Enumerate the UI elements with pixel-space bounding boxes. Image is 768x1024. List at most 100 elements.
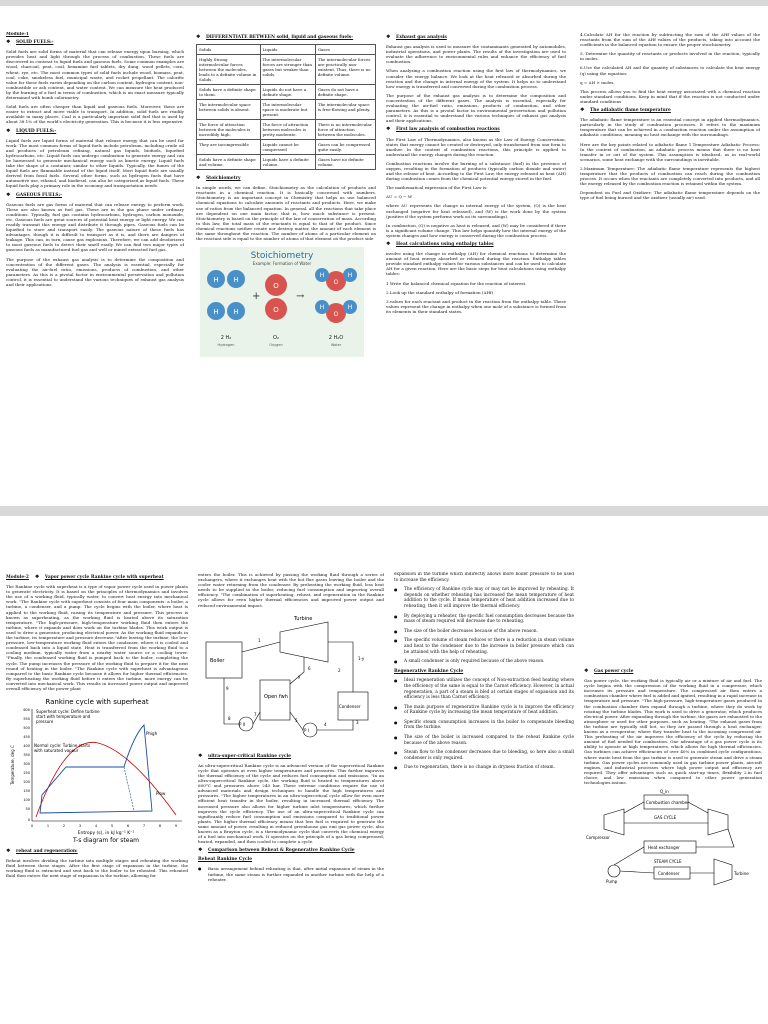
plus-sign-icon: + [252, 291, 260, 302]
list-item: The specific volume of steam reduces or … [394, 638, 574, 655]
diagram-label: Compressor [586, 835, 610, 840]
svg-text:8: 8 [228, 716, 231, 721]
table-cell: The force of attraction between molecule… [259, 119, 316, 141]
high-pressure-label: Phigh [146, 731, 158, 736]
svg-text:1: 1 [258, 638, 261, 643]
heading-ultra-supercritical: ❖ultra-super-critical Rankine cycle [198, 752, 291, 759]
ts-diagram-figure: Rankine cycle with superheat 600 550 500… [6, 695, 188, 846]
svg-text:200: 200 [23, 780, 30, 784]
diagram-label: GAS CYCLE [654, 815, 677, 820]
svg-text:350: 350 [23, 753, 30, 757]
diamond-bullet-icon: ❖ [198, 752, 203, 759]
heading-stoichiometry: ❖Stoichiometry [196, 175, 241, 182]
figure-title: Rankine cycle with superheat [45, 698, 148, 706]
list-item: Basic arrangement behind reheating is th… [198, 866, 384, 881]
table-cell: They are incompressible [196, 139, 261, 156]
svg-text:H: H [233, 276, 238, 284]
svg-text:y: y [298, 674, 301, 679]
svg-text:550: 550 [23, 717, 30, 721]
step-item: 5. Determine the quantity of reactants o… [580, 51, 760, 62]
svg-text:8: 8 [159, 824, 161, 828]
step-item: 6.Use the calculated ΔH and the quantity… [580, 65, 760, 76]
table-cell: The intermolecular forces are practicall… [314, 54, 376, 86]
paragraph: The purpose of the exhaust gas analysis … [6, 256, 184, 288]
svg-text:H: H [320, 304, 325, 311]
superheat-note: Superheat cycle: Define turbine start wi… [36, 709, 100, 725]
svg-text:450: 450 [23, 735, 30, 739]
svg-text:4: 4 [324, 722, 327, 727]
p1-column-4: 4.Calculate ΔH for the reaction by subtr… [580, 32, 760, 204]
list-item: Due to regeneration, there is no change … [394, 765, 574, 771]
paragraph: Reheat involves dividing the turbine int… [6, 858, 188, 879]
paragraph: When analyzing a combustion reaction usi… [386, 68, 566, 89]
table-cell: There is no intermolecular force of attr… [314, 119, 376, 141]
module-title: Module-1 [6, 32, 29, 37]
p2-column-4: ❖Gas power cycle Gas power cycle, the wo… [584, 666, 762, 893]
svg-text:Oxygen: Oxygen [269, 343, 283, 347]
paragraph: Exhaust gas analysis is used to measure … [386, 44, 566, 65]
heading-liquid-fuels: ❖LIQUID FUELS:- [6, 127, 57, 134]
table-cell: Gases have no definite volume. [314, 154, 376, 171]
heading-gaseous-fuels: ❖GASEOUS FUELS:- [6, 191, 63, 198]
reactant-label: 2 H₂ [221, 335, 232, 341]
paragraph: expansion in the turbine which indirectl… [394, 572, 574, 583]
table-row: Solids have a definite shape to them.Liq… [196, 84, 376, 101]
step-item: 2.Look up the standard enthalpy of forma… [386, 289, 494, 295]
product-label: 2 H₂O [329, 335, 344, 341]
heading-gas-power-cycle: ❖Gas power cycle [584, 668, 634, 674]
table-header: Solids [196, 44, 261, 56]
oxygen-molecule: O O [265, 274, 287, 321]
svg-text:0: 0 [28, 818, 30, 822]
list-item: Ideal regeneration utilizes the concept … [394, 678, 574, 700]
svg-text:300: 300 [23, 762, 30, 766]
figure-subtitle: Example: Formation of Water [253, 261, 312, 266]
list-item: By deploying a reheater, the specific fu… [394, 614, 574, 625]
x-tick-labels: 0 1 2 3 4 5 6 7 8 9 [31, 824, 177, 828]
svg-text:50: 50 [26, 807, 30, 811]
diamond-bullet-icon: ❖ [196, 175, 201, 182]
heading-comparison: ❖Comparison between Reheat & Regenerativ… [198, 847, 355, 854]
diamond-bullet-icon: ❖ [6, 191, 11, 198]
svg-text:6: 6 [308, 666, 311, 671]
heading-solid-fuels: ❖SOLID FUELS:- [6, 39, 54, 46]
diamond-bullet-icon: ❖ [386, 126, 391, 133]
svg-text:5: 5 [295, 718, 298, 723]
paragraph: The First Law of Thermodynamics, also kn… [386, 136, 566, 157]
diamond-bullet-icon: ❖ [580, 107, 585, 114]
low-pressure-label: Plow [156, 791, 166, 796]
paragraph: An ultra-supercritical Rankine cycle is … [198, 762, 384, 845]
table-header: Liquids [259, 44, 316, 56]
svg-text:1: 1 [47, 824, 49, 828]
paragraph: Gaseous fuels are gas forms of material … [6, 201, 184, 253]
heading-rankine-superheat: Module-2❖Vapor power cycle Rankine cycle… [6, 574, 164, 580]
hydrogen-molecules: H H H H [207, 270, 245, 321]
step-item: 4.Calculate ΔH for the reaction by subtr… [580, 32, 760, 48]
svg-text:H: H [348, 272, 353, 279]
table-cell: Solids have a definite shape and volume. [196, 154, 261, 171]
svg-text:400: 400 [23, 744, 30, 748]
diamond-bullet-icon: ❖ [6, 39, 11, 46]
svg-text:Hydrogen: Hydrogen [217, 343, 234, 347]
figure-caption: T-s diagram for steam [72, 837, 139, 844]
svg-text:2: 2 [63, 824, 65, 828]
paragraph: Liquid fuels are liquid forms of materia… [6, 137, 184, 189]
diagram-label: P II [239, 722, 245, 727]
paragraph: 2.Maximum Temperature: The adiabatic fla… [580, 165, 760, 187]
normal-cycle-note: Normal cycle: Turbine starts with satura… [34, 743, 91, 754]
svg-text:H: H [320, 272, 325, 279]
step-item: 3.values for each reactant and product i… [386, 298, 566, 314]
svg-text:1-y: 1-y [358, 656, 365, 661]
paragraph: where ΔU represents the change in intern… [386, 203, 566, 219]
equation: q = ΔH × moles. [580, 79, 615, 85]
diamond-bullet-icon: ❖ [198, 847, 203, 854]
y-axis-label: Temperature, deg C [10, 745, 15, 786]
diamond-bullet-icon: ❖ [34, 574, 40, 580]
reactant-label: O₂ [273, 335, 279, 341]
table-cell: Highly Strong intermolecular forces betw… [196, 54, 261, 86]
heading-differentiate: ❖DIFFERENTIATE BETWEEN solid, liquid and… [196, 34, 354, 40]
diamond-bullet-icon: ❖ [584, 668, 589, 674]
svg-text:9: 9 [175, 824, 177, 828]
svg-text:Water: Water [331, 343, 342, 347]
svg-text:4: 4 [95, 824, 98, 828]
